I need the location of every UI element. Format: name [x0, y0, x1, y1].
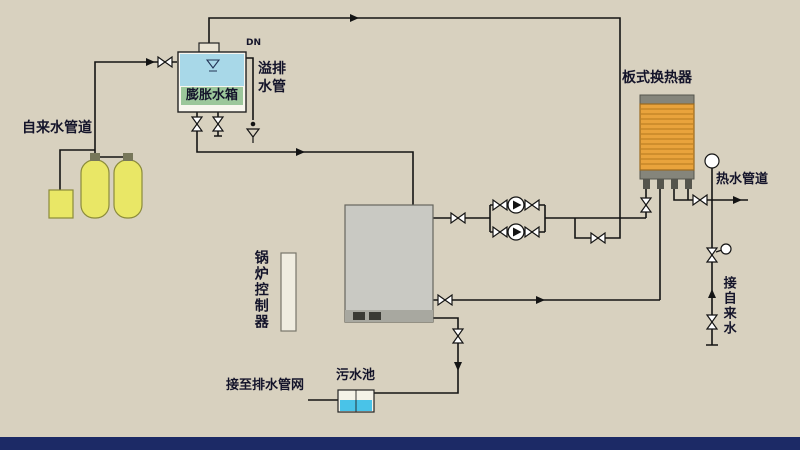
- circulation-pump-icon: [507, 223, 525, 241]
- tank-vent-cap: [198, 42, 220, 53]
- valve-icon: [492, 199, 508, 211]
- boiler-burner-box-2: [369, 312, 381, 320]
- label-boiler-controller: 锅炉控制器: [252, 250, 269, 330]
- valve-icon: [706, 247, 718, 263]
- valve-icon: [212, 116, 224, 132]
- label-expansion-tank: 膨胀水箱: [181, 87, 243, 105]
- boiler: [344, 204, 434, 323]
- exchanger-stud-4: [685, 179, 692, 189]
- exchanger-stud-2: [657, 179, 664, 189]
- circulation-pump-icon: [507, 196, 525, 214]
- label-overflow-pipe: 溢排水管: [258, 61, 286, 96]
- pipe-overflow: [246, 57, 254, 120]
- pipe-boiler-drain: [374, 317, 459, 394]
- boiler-body: [344, 204, 434, 323]
- label-connect-drain-network: 接至排水管网: [226, 378, 305, 393]
- exchanger-top-cap: [639, 94, 695, 105]
- sewage-pool: [337, 389, 375, 413]
- check-valve-icon: [524, 199, 540, 211]
- pressure-gauge-icon: [715, 243, 732, 255]
- label-connect-tap-water: 接自来水: [720, 276, 736, 336]
- valve-icon: [640, 197, 652, 213]
- flow-arrow-icon: [733, 196, 742, 204]
- water-level-icon: [205, 59, 221, 72]
- boiler-base-band: [345, 310, 433, 322]
- boiler-burner-box-1: [353, 312, 365, 320]
- water-softener-tanks: [48, 153, 143, 219]
- valve-icon: [706, 314, 718, 330]
- softener-cap-1: [90, 153, 100, 161]
- valve-icon: [157, 56, 173, 68]
- flow-arrow-icon: [708, 289, 716, 298]
- softener-cylinder-2: [113, 159, 143, 219]
- label-sewage-pool: 污水池: [336, 368, 376, 383]
- flow-arrow-icon: [296, 148, 305, 156]
- flow-arrow-icon: [454, 362, 462, 371]
- tank-water: [180, 54, 244, 86]
- softener-cylinder-1: [80, 159, 110, 219]
- drain-funnel-icon: [245, 121, 261, 143]
- flow-arrow-icon: [146, 58, 155, 66]
- label-pipe-dn: DN: [246, 38, 262, 48]
- valve-icon: [692, 194, 708, 206]
- pipe-bypass-loop: [574, 218, 621, 239]
- drain-valve-icon: [452, 328, 464, 344]
- label-plate-heat-exchanger: 板式换热器: [622, 70, 692, 86]
- bypass-valve-icon: [590, 232, 606, 244]
- valve-icon: [450, 212, 466, 224]
- boiler-controller-panel: [280, 252, 297, 332]
- footer-bar: [0, 437, 800, 450]
- check-valve-icon: [524, 226, 540, 238]
- exchanger-bottom-cap: [639, 169, 695, 180]
- pipe-hot-water-out: [673, 189, 748, 201]
- valve-icon: [437, 294, 453, 306]
- valve-icon: [492, 226, 508, 238]
- pipe-softener-header: [59, 149, 95, 190]
- temperature-gauge-icon: [704, 153, 720, 169]
- flow-arrow-icon: [536, 296, 545, 304]
- exchanger-plate-lines: [641, 108, 693, 165]
- exchanger-stud-3: [671, 179, 678, 189]
- plate-heat-exchanger: [639, 94, 695, 189]
- valve-icon: [191, 116, 203, 132]
- brine-tank: [48, 189, 74, 219]
- exchanger-stud-1: [643, 179, 650, 189]
- label-hot-water-pipe: 热水管道: [716, 172, 769, 187]
- pipe-expansion-top-loop: [208, 17, 621, 218]
- label-tap-water-pipe: 自来水管道: [22, 120, 92, 136]
- pipe-tank-inlet: [94, 61, 177, 153]
- pipe-tank-drop-to-boiler: [196, 112, 414, 205]
- flow-arrow-icon: [350, 14, 359, 22]
- softener-cap-2: [123, 153, 133, 161]
